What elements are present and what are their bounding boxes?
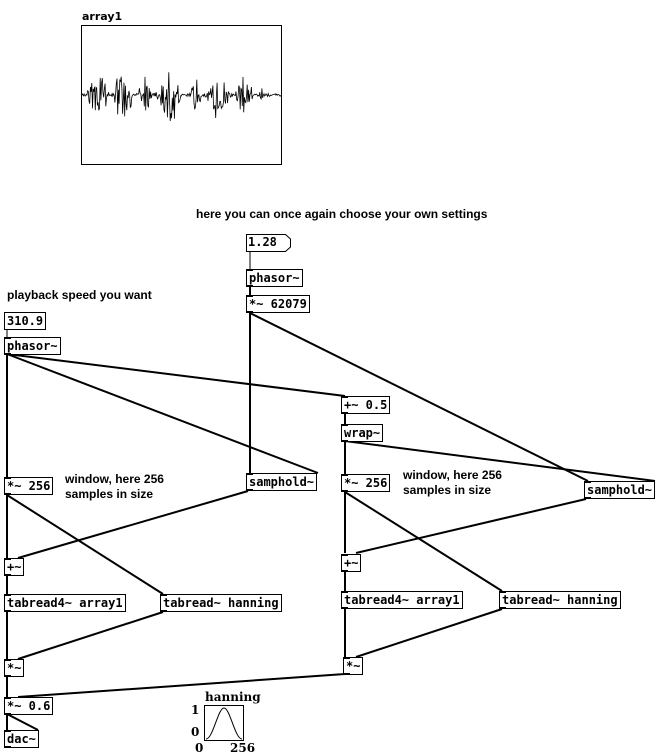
comment-top: here you can once again choose your own … [196,207,488,221]
cord [17,673,346,698]
cord [355,608,503,658]
object-mul-06[interactable]: *~ 0.6 [4,697,54,715]
object-phasor-top[interactable]: phasor~ [246,269,303,287]
hanning-label: hanning [205,690,261,704]
object-plus-right[interactable]: +~ [341,554,362,572]
cord [344,491,503,592]
object-wrap[interactable]: wrap~ [341,424,384,442]
comment-window-left: window, here 256 samples in size [65,472,164,501]
message-box-frame [246,234,291,252]
message-box-value: 1.28 [248,235,277,249]
object-mul-62079[interactable]: *~ 62079 [246,295,310,313]
cord [344,440,656,482]
object-tabread-hanning-left[interactable]: tabread~ hanning [160,594,282,612]
object-tabread4-left[interactable]: tabread4~ array1 [4,594,126,612]
comment-speed: playback speed you want [7,288,152,302]
cord [6,494,164,595]
array1-graph[interactable] [81,25,282,165]
comment-window-right: window, here 256 samples in size [403,468,502,497]
cord [17,611,164,660]
object-add-05[interactable]: +~ 0.5 [341,396,391,414]
object-tabread-hanning-right[interactable]: tabread~ hanning [499,591,621,609]
waveform [81,72,282,122]
object-mul256-right[interactable]: *~ 256 [341,474,391,492]
object-samphold-right[interactable]: samphold~ [584,481,656,499]
object-mul-right[interactable]: *~ [343,657,364,675]
cord [6,353,346,397]
cord [6,353,319,474]
number-box-speed[interactable]: 310.9 [4,312,47,330]
object-mul-left[interactable]: *~ [4,659,25,677]
cord [6,713,39,731]
object-samphold-left[interactable]: samphold~ [246,473,318,491]
array1-label: array1 [82,10,123,23]
message-box-speed[interactable]: 1.28 [246,234,287,250]
object-dac[interactable]: dac~ [4,730,39,748]
hanning-curve [205,707,243,740]
object-mul256-left[interactable]: *~ 256 [4,477,54,495]
hanning-graph[interactable] [204,705,244,741]
cord [249,312,589,482]
hanning-x-min: 0 [195,741,204,755]
hanning-x-max: 256 [230,741,256,755]
object-plus-left[interactable]: +~ [4,558,25,576]
object-phasor-left[interactable]: phasor~ [4,337,61,355]
object-tabread4-right[interactable]: tabread4~ array1 [341,591,463,609]
cord [355,498,587,554]
hanning-y-min: 0 [191,725,200,739]
waveform-trace [81,72,282,122]
hanning-y-max: 1 [191,703,200,717]
cord [17,490,249,559]
